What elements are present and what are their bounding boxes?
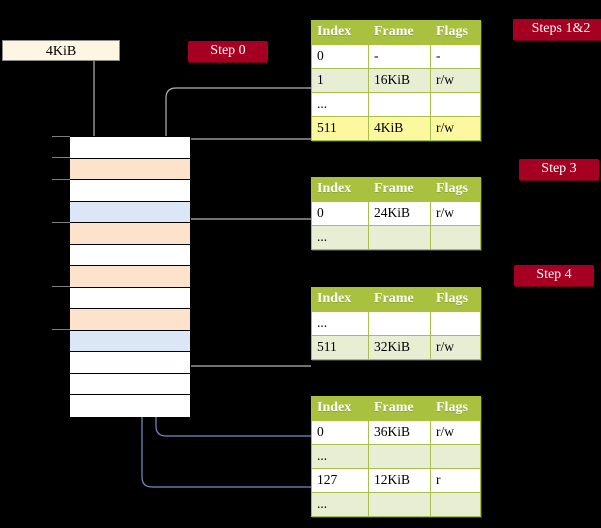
memory-tick-0 xyxy=(52,136,70,137)
memory-frame-9 xyxy=(70,330,190,352)
step-badge-step3: Step 3 xyxy=(519,159,599,180)
step-badge-step4: Step 4 xyxy=(514,265,594,286)
physical-memory-column xyxy=(69,136,191,417)
memory-frame-8 xyxy=(70,309,190,331)
memory-tick-4 xyxy=(52,286,70,287)
table-l4-r0-frame: - xyxy=(368,44,431,69)
wire-l4-4kib-to-memory xyxy=(170,138,311,249)
table-l1-header-frame: Frame xyxy=(368,396,431,421)
memory-frame-0 xyxy=(70,137,190,159)
table-l4-header-index: Index xyxy=(311,20,369,45)
table-l1-r0-flags: r/w xyxy=(430,420,481,445)
memory-tick-1 xyxy=(52,157,70,158)
table-l4-r2-flags xyxy=(430,92,481,117)
table-l2-r1-flags: r/w xyxy=(430,335,481,360)
table-l4-r3-flags: r/w xyxy=(430,116,481,141)
table-l3-header-frame: Frame xyxy=(368,177,431,202)
table-l3-r0-frame: 24KiB xyxy=(368,201,431,226)
memory-frame-5 xyxy=(70,244,190,266)
request-size-box: 4KiB xyxy=(2,40,120,61)
table-l2-r0-frame xyxy=(368,311,431,336)
table-l3-header-index: Index xyxy=(311,177,369,202)
memory-tick-3 xyxy=(52,222,70,223)
table-row: ... xyxy=(311,311,481,336)
table-l4-r2-frame xyxy=(368,92,431,117)
table-row: ... xyxy=(311,444,481,469)
step-badge-steps12: Steps 1&2 xyxy=(513,19,601,40)
memory-tick-2 xyxy=(52,179,70,180)
table-l4-r1-index: 1 xyxy=(311,68,369,93)
table-l4-header-frame: Frame xyxy=(368,20,431,45)
memory-frame-6 xyxy=(70,266,190,288)
memory-frame-4 xyxy=(70,223,190,245)
table-l2-header-frame: Frame xyxy=(368,287,431,312)
table-l4-r0-index: 0 xyxy=(311,44,369,69)
table-l1-r1-index: ... xyxy=(311,444,369,469)
table-l3-r1-flags xyxy=(430,225,481,250)
memory-frame-3 xyxy=(70,201,190,223)
table-l2-r1-frame: 32KiB xyxy=(368,335,431,360)
table-l1-r1-flags xyxy=(430,444,481,469)
table-l3-r0-flags: r/w xyxy=(430,201,481,226)
table-l1-r2-index: 127 xyxy=(311,468,369,493)
table-l1-r3-index: ... xyxy=(311,492,369,517)
table-l4-r2-index: ... xyxy=(311,92,369,117)
memory-frame-7 xyxy=(70,287,190,309)
memory-frame-11 xyxy=(70,373,190,395)
wire-l3-24kib-to-memory xyxy=(175,218,311,269)
table-l2-header-flags: Flags xyxy=(430,287,481,312)
table-row: 0-- xyxy=(311,44,481,69)
table-l3-r1-index: ... xyxy=(311,225,369,250)
table-l1-r0-frame: 36KiB xyxy=(368,420,431,445)
table-l2-r0-index: ... xyxy=(311,311,369,336)
table-l4-r3-index: 511 xyxy=(311,116,369,141)
table-l1-r0-index: 0 xyxy=(311,420,369,445)
table-row: ... xyxy=(311,492,481,517)
table-l1-header-index: Index xyxy=(311,396,369,421)
table-row: ... xyxy=(311,92,481,117)
table-l3-r0-index: 0 xyxy=(311,201,369,226)
table-l3-header-flags: Flags xyxy=(430,177,481,202)
table-l1-r2-flags: r xyxy=(430,468,481,493)
memory-frame-12 xyxy=(70,395,190,417)
table-l1-r2-frame: 12KiB xyxy=(368,468,431,493)
table-l2-r0-flags xyxy=(430,311,481,336)
memory-frame-2 xyxy=(70,180,190,202)
table-l4-r1-frame: 16KiB xyxy=(368,68,431,93)
table-l1-r3-frame xyxy=(368,492,431,517)
step-badge-step0: Step 0 xyxy=(188,41,268,62)
memory-tick-5 xyxy=(52,329,70,330)
table-l4-r0-flags: - xyxy=(430,44,481,69)
table-l2-r1-index: 511 xyxy=(311,335,369,360)
table-l3-r1-frame xyxy=(368,225,431,250)
table-l1-r3-flags xyxy=(430,492,481,517)
table-l1-header-flags: Flags xyxy=(430,396,481,421)
table-row: ... xyxy=(311,225,481,250)
table-l1-r1-frame xyxy=(368,444,431,469)
table-l4-r1-flags: r/w xyxy=(430,68,481,93)
memory-frame-10 xyxy=(70,352,190,374)
memory-frame-1 xyxy=(70,158,190,180)
table-l4-header-flags: Flags xyxy=(430,20,481,45)
table-l4-r3-frame: 4KiB xyxy=(368,116,431,141)
table-l2-header-index: Index xyxy=(311,287,369,312)
